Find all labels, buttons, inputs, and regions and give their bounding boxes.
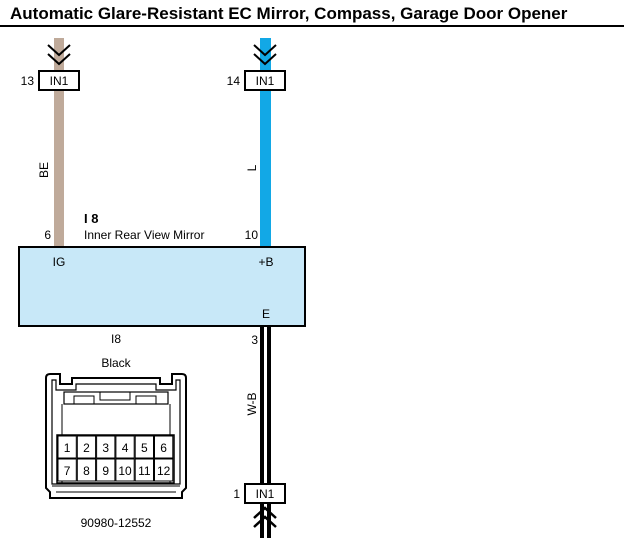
connector-in-bottom-pin: 1 [233, 487, 240, 501]
connector-in-left-box [38, 70, 80, 91]
pin-ig-number: 6 [44, 228, 51, 242]
connector-pin-number: 3 [102, 441, 109, 455]
connector-in-right-label: IN1 [256, 74, 275, 88]
connector-pin-cell [76, 458, 97, 482]
connector-pin-number: 2 [83, 441, 90, 455]
diagram-title: Automatic Glare-Resistant EC Mirror, Com… [10, 4, 568, 23]
connector-pin-cell [76, 435, 97, 459]
connector-pin-number: 12 [157, 464, 171, 478]
component-id: I 8 [84, 211, 98, 226]
component-inner-rear-view-mirror[interactable]: IG +B E [18, 246, 306, 327]
wire-be-main-segment [54, 90, 64, 248]
arrow-bottom-in-icon [253, 506, 277, 528]
connector-pin-cell [154, 458, 174, 482]
connector-in-right[interactable]: IN1 14 [227, 70, 286, 91]
connector-in-left[interactable]: IN1 13 [21, 70, 80, 91]
connector-in-right-pin: 14 [227, 74, 241, 88]
connector-view-color: Black [101, 356, 131, 370]
connector-pin-cell [134, 435, 154, 459]
component-name: Inner Rear View Mirror [84, 228, 204, 242]
wire-l-label: L [245, 164, 259, 171]
connector-pin-number: 7 [64, 464, 71, 478]
connector-pin-number: 5 [141, 441, 148, 455]
connector-in-left-label: IN1 [50, 74, 69, 88]
connector-pin-number: 6 [160, 441, 167, 455]
connector-pin-number: 11 [138, 464, 151, 478]
connector-pin-number: 8 [83, 464, 90, 478]
connector-pin-number: 10 [118, 464, 132, 478]
connector-in-bottom[interactable]: IN1 1 [233, 483, 286, 504]
wire-w-b[interactable] [260, 327, 271, 538]
connector-pin-cell [154, 435, 174, 459]
connector-pin-number: 9 [102, 464, 109, 478]
wire-l[interactable] [260, 38, 271, 248]
connector-pin-number: 1 [64, 441, 71, 455]
arrow-left-in-icon [47, 44, 71, 66]
connector-view-id: I8 [111, 332, 121, 346]
connector-in-right-box [244, 70, 286, 91]
component-box [18, 246, 306, 327]
pin-b-number: 10 [245, 228, 259, 242]
connector-in-bottom-box [244, 483, 286, 504]
wire-l-main-segment [260, 90, 271, 248]
pin-e-label: E [262, 307, 270, 321]
arrow-right-in-icon [253, 44, 277, 66]
connector-pin-number: 4 [122, 441, 129, 455]
connector-in-left-pin: 13 [21, 74, 35, 88]
connector-part-number: 90980-12552 [81, 516, 152, 530]
pin-ig-label: IG [53, 255, 66, 269]
connector-in-bottom-label: IN1 [256, 487, 275, 501]
connector-pin-cell [115, 458, 135, 482]
connector-pin-cell [115, 435, 135, 459]
wire-w-b-stripe [264, 327, 267, 484]
wire-be[interactable] [54, 38, 64, 248]
connector-pin-cell [134, 458, 154, 482]
pin-b-label: +B [258, 255, 273, 269]
wire-w-b-bottom-stripe [264, 503, 267, 538]
pin-e-number: 3 [251, 333, 258, 347]
wire-w-b-label: W-B [245, 392, 259, 415]
connector-pin-cell [96, 435, 116, 459]
connector-pin-cell [57, 435, 77, 459]
wire-be-label: BE [37, 162, 51, 178]
connector-pin-cell [57, 458, 77, 482]
connector-pin-cell [96, 458, 116, 482]
